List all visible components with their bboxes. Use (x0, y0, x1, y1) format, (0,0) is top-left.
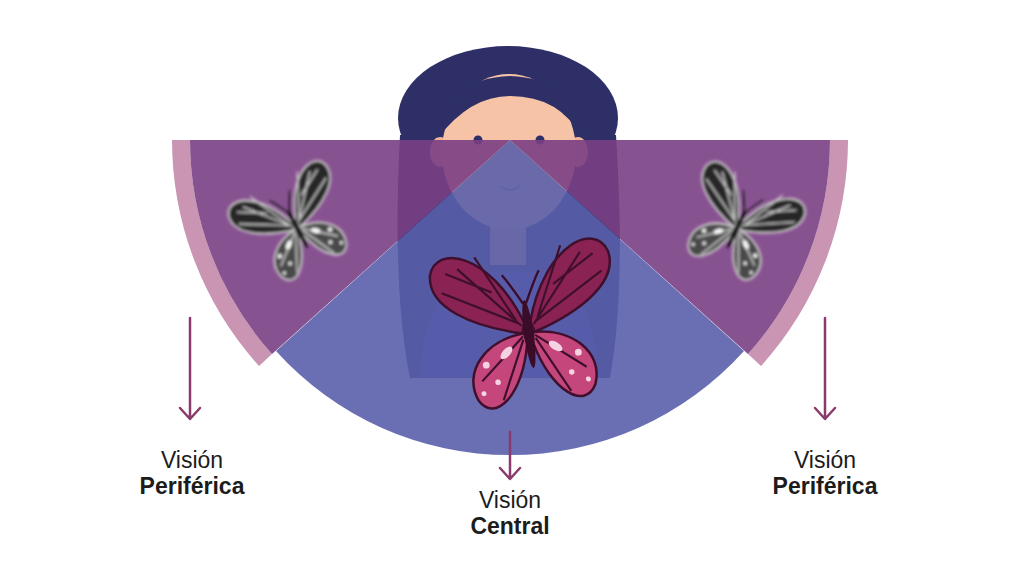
region-name: Periférica (773, 473, 878, 499)
region-prefix: Visión (161, 447, 223, 473)
vision-field (172, 140, 848, 455)
sharp-butterfly (427, 236, 628, 415)
pointer-arrow (180, 318, 835, 479)
region-prefix: Visión (479, 487, 541, 513)
region-name: Periférica (140, 473, 245, 499)
central-sector (276, 140, 744, 455)
region-name: Central (470, 513, 549, 539)
blurred-butterfly (224, 157, 367, 293)
region-prefix: Visión (794, 447, 856, 473)
blurred-butterfly (668, 158, 809, 292)
